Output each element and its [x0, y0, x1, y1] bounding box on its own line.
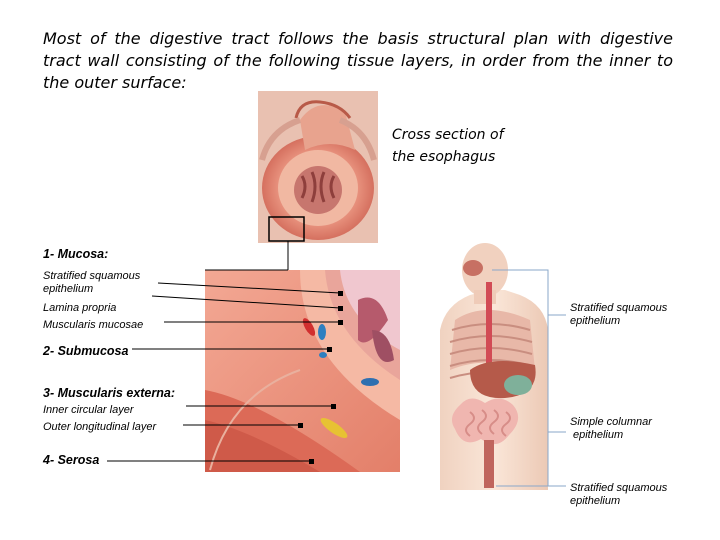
esophagus-cross-section-image [258, 91, 378, 243]
cross-section-label-line2: the esophagus [392, 146, 504, 168]
right-label-anus-line2: epithelium [570, 495, 667, 508]
submucosa-title: 2- Submucosa [43, 344, 128, 358]
right-label-esophagus: Stratified squamous epithelium [570, 302, 667, 328]
cross-section-label-line1: Cross section of [392, 124, 504, 146]
mucosa-title: 1- Mucosa: [43, 247, 108, 261]
right-label-intestine-line1: Simple columnar [570, 416, 652, 429]
mucosa-item-muscularis-mucosae: Muscularis mucosae [43, 319, 143, 332]
mucosa-item-epithelium: Stratified squamous epithelium [43, 270, 173, 296]
cross-section-label: Cross section of the esophagus [392, 124, 504, 168]
right-label-esophagus-line2: epithelium [570, 315, 667, 328]
mucosa-item-lamina-propria: Lamina propria [43, 302, 116, 315]
body-figure-image [440, 243, 548, 490]
right-label-anus-line1: Stratified squamous [570, 482, 667, 495]
serosa-title: 4- Serosa [43, 453, 99, 467]
muscularis-externa-title: 3- Muscularis externa: [43, 386, 175, 400]
wall-detail-image [205, 270, 400, 472]
right-label-esophagus-line1: Stratified squamous [570, 302, 667, 315]
muscularis-item-outer-longitudinal: Outer longitudinal layer [43, 421, 156, 434]
right-label-intestine-line2: epithelium [570, 429, 652, 442]
right-label-intestine: Simple columnar epithelium [570, 416, 652, 442]
right-label-anus: Stratified squamous epithelium [570, 482, 667, 508]
muscularis-item-inner-circular: Inner circular layer [43, 404, 133, 417]
